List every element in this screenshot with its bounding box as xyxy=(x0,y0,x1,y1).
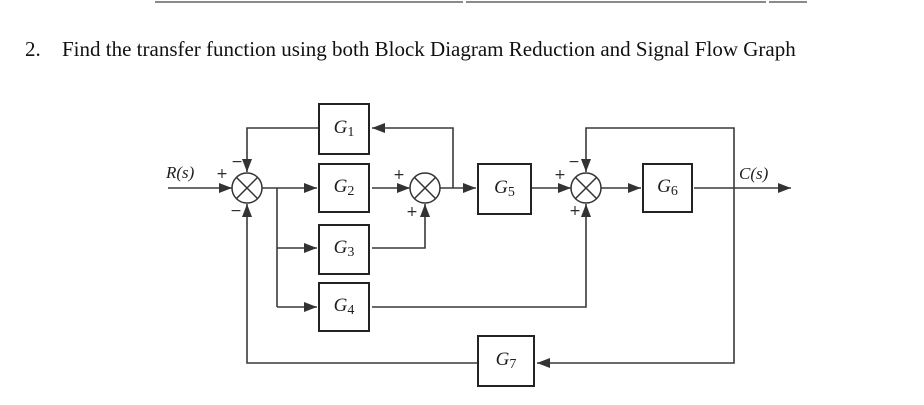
sum-junction-cross xyxy=(413,176,437,200)
sum1-sign-bottom: − xyxy=(230,203,242,219)
sum1-sign-top: − xyxy=(231,154,243,170)
block-g1-label: G1 xyxy=(333,116,355,141)
block-g5: G5 xyxy=(477,163,532,215)
problem-title: 2. Find the transfer function using both … xyxy=(25,37,905,62)
input-signal-label: R(s) xyxy=(166,163,195,182)
block-g1: G1 xyxy=(318,103,370,155)
wire-output-tap-to-sum3-top xyxy=(581,127,735,188)
block-g5-label: G5 xyxy=(494,176,515,201)
block-g2-label: G2 xyxy=(333,175,355,200)
top-rule-segment xyxy=(769,1,807,3)
sum3-sign-top: − xyxy=(568,154,580,170)
output-signal-label: C(s) xyxy=(739,164,769,183)
wire-tap-to-g1 xyxy=(372,123,454,188)
sum1-sign-left: + xyxy=(216,166,228,182)
sum-junction-cross xyxy=(235,176,259,200)
wire-g7-to-sum1-bottom xyxy=(242,204,477,364)
block-g7-label: G7 xyxy=(495,348,517,373)
problem-number: 2. xyxy=(25,37,41,61)
block-g4-label: G4 xyxy=(333,294,355,319)
block-g7: G7 xyxy=(477,335,535,387)
sum2-sign-bottom: + xyxy=(406,204,418,220)
problem-text: Find the transfer function using both Bl… xyxy=(62,37,796,61)
wire-g4-to-sum3-bottom xyxy=(372,204,591,308)
sum-junction-1 xyxy=(231,172,263,204)
top-rule-segment xyxy=(466,1,766,3)
sum3-sign-left: + xyxy=(554,167,566,183)
block-g3-label: G3 xyxy=(333,237,355,261)
sum-junction-3 xyxy=(570,172,602,204)
block-g4: G4 xyxy=(318,282,370,332)
sum-junction-2 xyxy=(409,172,441,204)
sum-junction-cross xyxy=(574,176,598,200)
block-g3: G3 xyxy=(318,224,370,275)
wire-g1-to-sum1-top xyxy=(242,127,318,172)
block-g6-label: G6 xyxy=(657,175,678,200)
sum3-sign-bottom: + xyxy=(569,203,581,219)
block-g6: G6 xyxy=(642,163,693,213)
wire-output-tap-to-g7 xyxy=(537,188,735,368)
sum2-sign-left: + xyxy=(393,167,405,183)
top-rule-segment xyxy=(155,1,463,3)
wire-g3-to-sum2-bottom xyxy=(372,204,430,249)
block-g2: G2 xyxy=(318,163,370,213)
